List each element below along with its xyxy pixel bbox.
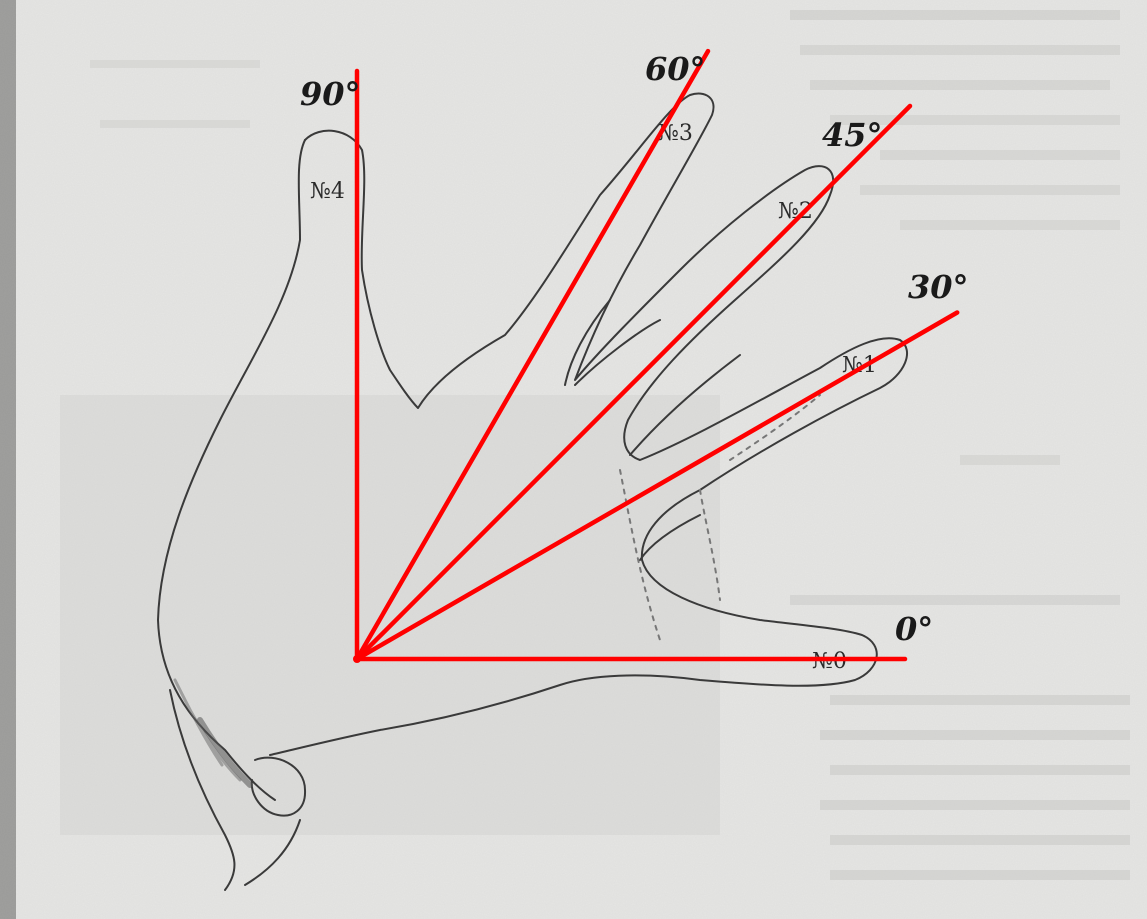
angle-label-30: 30° (908, 268, 969, 306)
finger-label-4: №4 (310, 179, 345, 204)
angle-label-90: 90° (300, 75, 361, 113)
angle-label-60: 60° (645, 50, 706, 88)
finger-label-0: №0 (812, 649, 847, 674)
angle-label-0: 0° (895, 610, 933, 648)
angle-label-45: 45° (822, 116, 883, 154)
angle-vertex (353, 655, 361, 663)
